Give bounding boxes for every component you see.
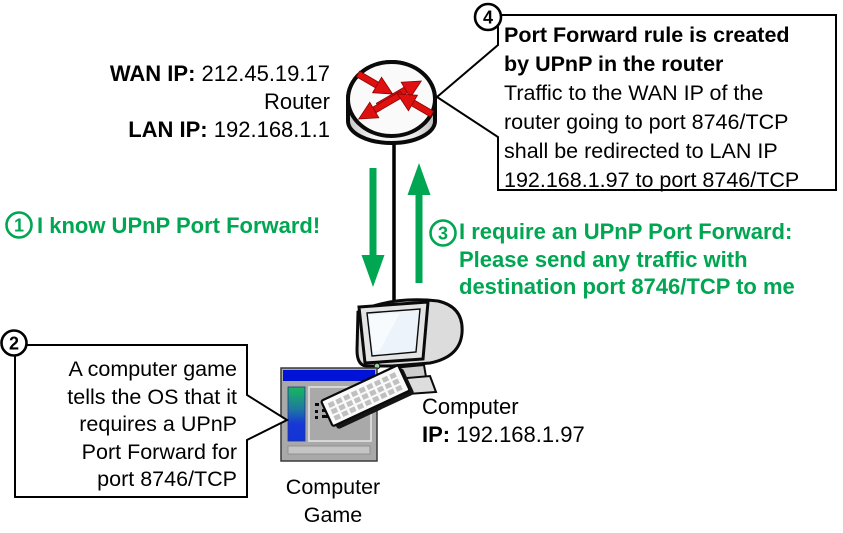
step-3-text: I require an UPnP Port Forward: Please s… <box>459 219 795 299</box>
computer-name-label: Computer <box>422 394 519 419</box>
downstream-arrow-icon <box>361 168 385 287</box>
step-4-badge: 4 <box>473 2 503 32</box>
router-icon <box>346 60 437 145</box>
game-window-gradient-strip <box>287 386 306 442</box>
router-lan-ip: LAN IP: 192.168.1.1 <box>128 117 330 142</box>
router-name-label: Router <box>263 89 330 114</box>
router-arrows-icon <box>355 70 435 120</box>
step-3-badge: 3 <box>429 219 457 247</box>
router-labels: WAN IP: 212.45.19.17 Router LAN IP: 192.… <box>60 60 330 144</box>
upstream-arrow-icon <box>407 163 431 283</box>
computer-game-label: Computer Game <box>285 475 381 527</box>
callout-4-bubble <box>435 14 837 191</box>
step-1-badge: 1 <box>5 211 33 239</box>
computer-ip: IP: 192.168.1.97 <box>422 421 585 447</box>
step-4-number: 4 <box>483 8 493 28</box>
callout-2-bubble <box>14 344 290 498</box>
callout-4-text: Port Forward rule is created by UPnP in … <box>504 23 800 192</box>
step-1-text: I know UPnP Port Forward! <box>37 213 321 238</box>
router-wan-ip: WAN IP: 212.45.19.17 <box>109 61 330 86</box>
step-2-number: 2 <box>9 334 19 354</box>
step-3-number: 3 <box>438 224 448 244</box>
step-2-badge: 2 <box>0 329 28 357</box>
keyboard-icon <box>320 364 414 429</box>
callout-2-text: A computer game tells the OS that it req… <box>67 357 237 491</box>
computer-labels: Computer IP: 192.168.1.97 <box>422 393 585 448</box>
game-window-titlebar <box>283 370 375 381</box>
step-1-number: 1 <box>14 216 24 236</box>
